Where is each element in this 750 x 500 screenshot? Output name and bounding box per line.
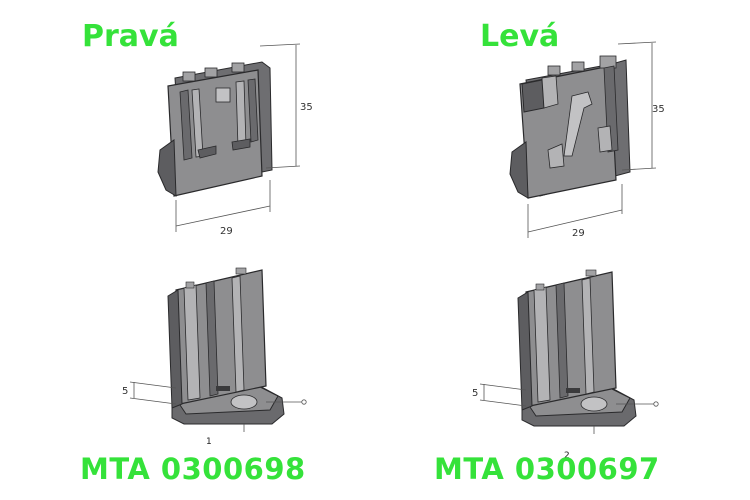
- right-part-dimension-lines: [175, 43, 301, 232]
- right-index-number: 1: [206, 437, 212, 447]
- product-code-left: MTA 0300697: [434, 452, 660, 486]
- right-part-rear-view: [167, 267, 285, 425]
- title-right-part: Pravá: [82, 19, 179, 54]
- left-height-dimension-label: 35: [652, 104, 665, 115]
- right-thickness-dimension-label: 5: [122, 386, 128, 397]
- right-width-dimension-label: 29: [220, 226, 233, 237]
- left-index-number: 2: [564, 451, 570, 461]
- right-part-rear-dimension-lines: [129, 381, 307, 432]
- left-part-top-view: [509, 55, 631, 199]
- left-thickness-dimension-label: 5: [472, 388, 478, 399]
- title-left-part: Levá: [480, 19, 560, 54]
- right-part-top-view: [157, 61, 273, 197]
- product-code-right: MTA 0300698: [80, 452, 306, 486]
- left-part-dimension-lines: [527, 41, 657, 238]
- left-part-rear-view: [517, 269, 637, 427]
- right-height-dimension-label: 35: [300, 102, 313, 113]
- left-width-dimension-label: 29: [572, 228, 585, 239]
- left-part-rear-dimension-lines: [479, 383, 659, 434]
